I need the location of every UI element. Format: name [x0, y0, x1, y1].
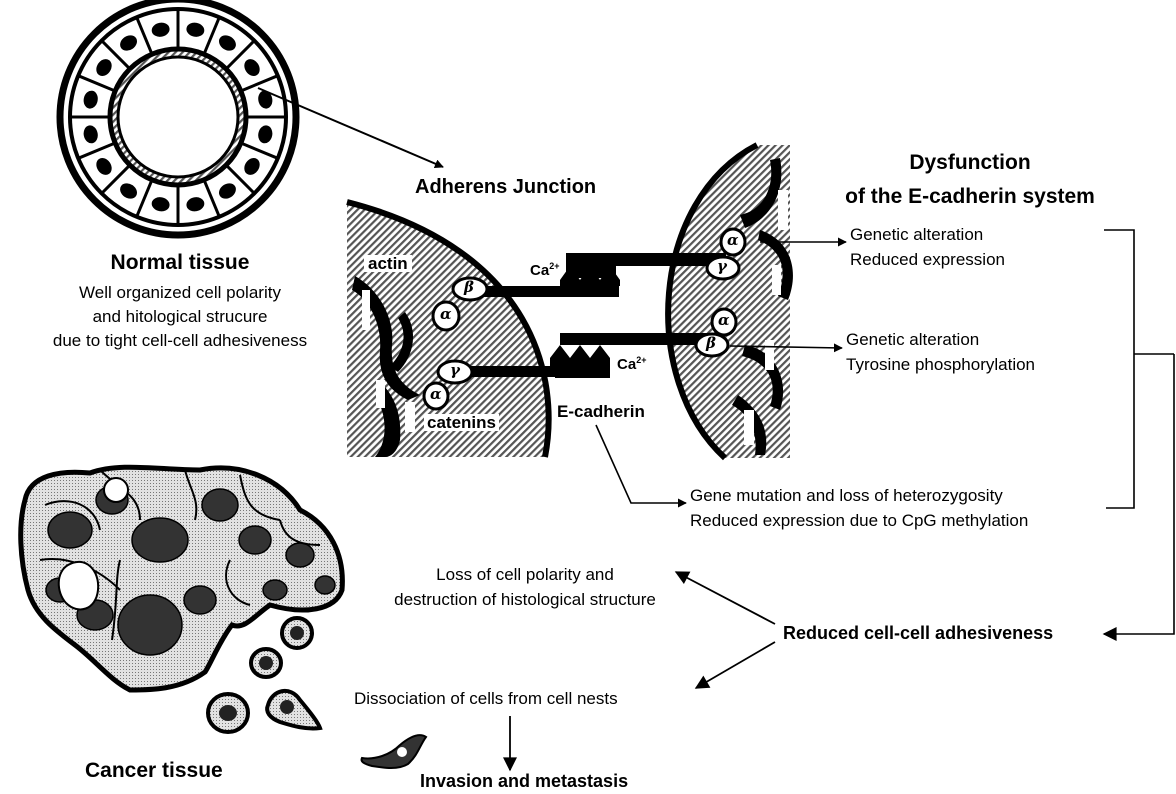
- normal-tissue-desc-1: Well organized cell polarity: [20, 284, 340, 301]
- calcium-text: Ca: [617, 356, 636, 373]
- calcium-superscript: 2+: [549, 261, 559, 271]
- gamma-catenin-right: γ: [717, 259, 727, 274]
- normal-tissue-illustration: [60, 0, 296, 235]
- actin-label: actin: [364, 255, 412, 272]
- alpha-catenin-left: α: [440, 307, 452, 322]
- dysfunction-title-2: of the E-cadherin system: [810, 186, 1130, 207]
- alpha-catenin-right-2: α: [718, 313, 730, 328]
- bracket-upper: [1104, 230, 1134, 508]
- normal-tissue-title: Normal tissue: [40, 252, 320, 273]
- alpha-catenin-right: α: [727, 233, 739, 248]
- normal-tissue-desc-2: and hitological strucure: [20, 308, 340, 325]
- right-cell-illustration: [668, 145, 793, 458]
- dysfunction-title-1: Dysfunction: [830, 152, 1110, 173]
- beta-catenin-right: β: [706, 336, 716, 351]
- alpha-dysfunction-1: Genetic alteration: [850, 226, 983, 243]
- polarity-loss-2: destruction of histological structure: [350, 591, 700, 608]
- calcium-superscript: 2+: [636, 355, 646, 365]
- reduced-adhesiveness: Reduced cell-cell adhesiveness: [783, 624, 1053, 642]
- bracket-to-reduced: [1104, 354, 1174, 634]
- ecadherin-dysfunction-arrow: [596, 425, 686, 503]
- ecadherin-dysfunction-1: Gene mutation and loss of heterozygosity: [690, 487, 1003, 504]
- ecadherin-label: E-cadherin: [557, 403, 645, 420]
- to-dissociation-arrow: [696, 642, 775, 688]
- adherens-junction-title: Adherens Junction: [415, 177, 596, 197]
- dissociation-text: Dissociation of cells from cell nests: [354, 690, 618, 707]
- cancer-tissue-illustration: [21, 467, 426, 768]
- polarity-loss-1: Loss of cell polarity and: [380, 566, 670, 583]
- alpha-catenin-left-2: α: [430, 387, 442, 402]
- alpha-dysfunction-2: Reduced expression: [850, 251, 1005, 268]
- beta-dysfunction-1: Genetic alteration: [846, 331, 979, 348]
- ecadherin-dysfunction-2: Reduced expression due to CpG methylatio…: [690, 512, 1028, 529]
- normal-tissue-desc-3: due to tight cell-cell adhesiveness: [15, 332, 345, 349]
- calcium-label-top: Ca2+: [530, 262, 559, 278]
- cancer-tissue-title: Cancer tissue: [85, 760, 223, 781]
- catenins-label: catenins: [424, 414, 499, 431]
- calcium-label-bottom: Ca2+: [617, 356, 646, 372]
- beta-dysfunction-2: Tyrosine phosphorylation: [846, 356, 1035, 373]
- calcium-text: Ca: [530, 262, 549, 279]
- gamma-catenin-left: γ: [450, 363, 460, 378]
- beta-catenin-left: β: [464, 280, 474, 295]
- invasion-text: Invasion and metastasis: [420, 772, 628, 790]
